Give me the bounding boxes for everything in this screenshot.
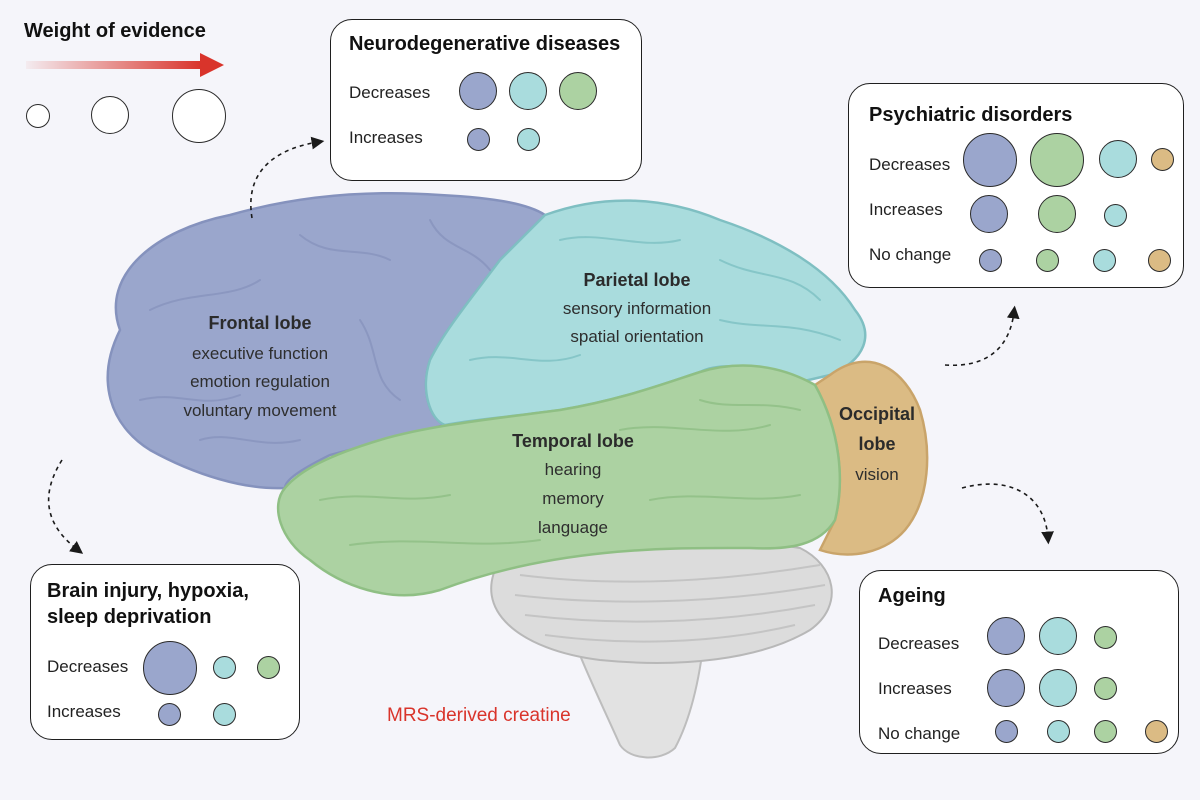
arrow-to-ageing <box>961 483 1054 545</box>
legend-dot-large <box>172 89 226 143</box>
occipital-lobe-title: Occipital <box>838 404 916 424</box>
legend-title: Weight of evidence <box>24 20 206 42</box>
evidence-arrow <box>26 53 224 77</box>
temporal-lobe-line: hearing <box>544 460 602 479</box>
frontal-lobe-line: voluntary movement <box>183 401 337 420</box>
dot-parietal <box>1104 204 1127 227</box>
dot-parietal <box>1039 617 1077 655</box>
dot-frontal <box>987 617 1025 655</box>
parietal-lobe-title: Parietal lobe <box>583 270 691 290</box>
parietal-gyri <box>469 236 841 362</box>
frontal-lobe-line: executive function <box>191 344 329 363</box>
row-label-decreases: Decreases <box>869 155 951 174</box>
row-label-increases: Increases <box>878 679 952 698</box>
panel-title: Ageing <box>878 585 946 607</box>
arrow-to-psych <box>944 305 1020 366</box>
dot-frontal <box>970 195 1008 233</box>
dot-parietal <box>509 72 547 110</box>
dot-temporal <box>1094 626 1117 649</box>
temporal-gyri <box>319 399 801 546</box>
dot-temporal <box>1030 133 1084 187</box>
dot-frontal <box>963 133 1017 187</box>
dot-frontal <box>459 72 497 110</box>
dot-frontal <box>158 703 181 726</box>
dot-frontal <box>987 669 1025 707</box>
row-label-decreases: Decreases <box>878 634 960 653</box>
dot-occipital <box>1148 249 1171 272</box>
dot-parietal <box>1093 249 1116 272</box>
dot-temporal <box>559 72 597 110</box>
parietal-lobe-line: spatial orientation <box>570 327 704 346</box>
frontal-lobe-line: emotion regulation <box>190 372 330 391</box>
dot-frontal <box>143 641 197 695</box>
dot-parietal <box>1039 669 1077 707</box>
dot-temporal <box>1094 720 1117 743</box>
row-label-decreases: Decreases <box>349 83 431 102</box>
dot-parietal <box>1047 720 1070 743</box>
panel-title: Neurodegenerative diseases <box>349 33 621 55</box>
row-label-no-change: No change <box>878 724 961 743</box>
arrow-to-injury <box>47 459 84 554</box>
panel-neurodegenerative: Neurodegenerative diseases Decreases Inc… <box>330 19 642 181</box>
panel-title: Psychiatric disorders <box>869 104 1073 126</box>
panel-title: Brain injury, hypoxia, <box>47 580 249 602</box>
parietal-lobe-line: sensory information <box>562 299 712 318</box>
panel-ageing: Ageing Decreases Increases No change <box>859 570 1179 754</box>
temporal-lobe-line: memory <box>542 489 604 508</box>
dot-parietal <box>517 128 540 151</box>
dot-parietal <box>1099 140 1137 178</box>
frontal-gyri <box>139 219 491 444</box>
temporal-lobe-title: Temporal lobe <box>512 431 634 451</box>
row-label-no-change: No change <box>869 245 952 264</box>
occipital-lobe-line: vision <box>855 465 899 484</box>
dot-temporal <box>1036 249 1059 272</box>
arrow-to-neuro <box>250 136 325 219</box>
row-label-increases: Increases <box>47 702 121 721</box>
diagram-caption: MRS-derived creatine <box>387 705 571 726</box>
dot-occipital <box>1151 148 1174 171</box>
panel-psychiatric: Psychiatric disorders Decreases Increase… <box>848 83 1184 288</box>
frontal-lobe-title: Frontal lobe <box>208 313 312 333</box>
legend-dot-medium <box>91 96 129 134</box>
row-label-increases: Increases <box>869 200 943 219</box>
row-label-decreases: Decreases <box>47 657 129 676</box>
dot-occipital <box>1145 720 1168 743</box>
dot-frontal <box>979 249 1002 272</box>
panel-title: sleep deprivation <box>47 606 212 628</box>
occipital-lobe-title: lobe <box>858 434 896 454</box>
panel-brain-injury: Brain injury, hypoxia, sleep deprivation… <box>30 564 300 740</box>
dot-parietal <box>213 703 236 726</box>
dot-frontal <box>995 720 1018 743</box>
temporal-lobe-region <box>276 364 842 597</box>
dot-frontal <box>467 128 490 151</box>
row-label-increases: Increases <box>349 128 423 147</box>
dot-temporal <box>1038 195 1076 233</box>
cerebellum-folds <box>514 564 826 643</box>
dot-temporal <box>1094 677 1117 700</box>
dot-temporal <box>257 656 280 679</box>
dot-parietal <box>213 656 236 679</box>
temporal-lobe-line: language <box>538 518 608 537</box>
legend-dot-small <box>26 104 50 128</box>
